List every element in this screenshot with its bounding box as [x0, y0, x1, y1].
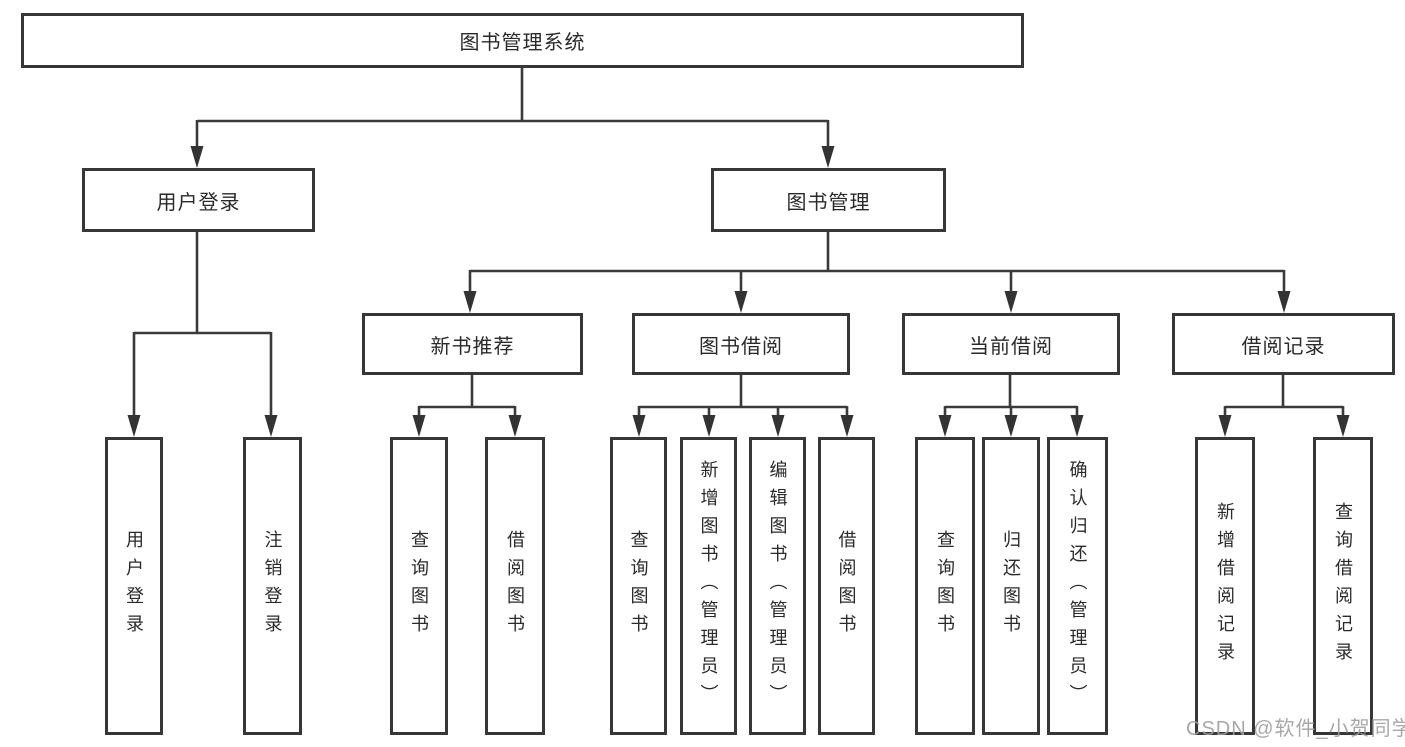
node-library-management-system: 图书管理系统	[21, 13, 1024, 68]
leaf-borrow-books: 借阅图书	[818, 437, 875, 735]
leaf-confirm-return-admin: 确认归还（管理员）	[1047, 437, 1108, 735]
leaf-borrow-books-recommend: 借阅图书	[485, 437, 545, 735]
node-book-management: 图书管理	[711, 168, 946, 232]
node-book-borrow: 图书借阅	[632, 313, 850, 375]
node-current-borrow: 当前借阅	[902, 313, 1120, 375]
leaf-logout: 注销登录	[243, 437, 302, 735]
node-user-login: 用户登录	[82, 168, 315, 232]
leaf-query-books-recommend: 查询图书	[390, 437, 448, 735]
leaf-query-borrow-record: 查询借阅记录	[1313, 437, 1373, 735]
node-borrow-records: 借阅记录	[1172, 313, 1395, 375]
csdn-watermark: CSDN @软件_小贺同学	[1186, 718, 1405, 740]
arrowheads	[127, 146, 1350, 437]
leaf-edit-books-admin: 编辑图书（管理员）	[749, 437, 806, 735]
leaf-add-borrow-record: 新增借阅记录	[1195, 437, 1255, 735]
node-new-book-recommend: 新书推荐	[362, 313, 583, 375]
leaf-add-books-admin: 新增图书（管理员）	[680, 437, 737, 735]
leaf-query-books-current: 查询图书	[915, 437, 975, 735]
leaf-return-books: 归还图书	[982, 437, 1040, 735]
leaf-user-login: 用户登录	[105, 437, 163, 735]
leaf-query-books-borrow: 查询图书	[610, 437, 667, 735]
